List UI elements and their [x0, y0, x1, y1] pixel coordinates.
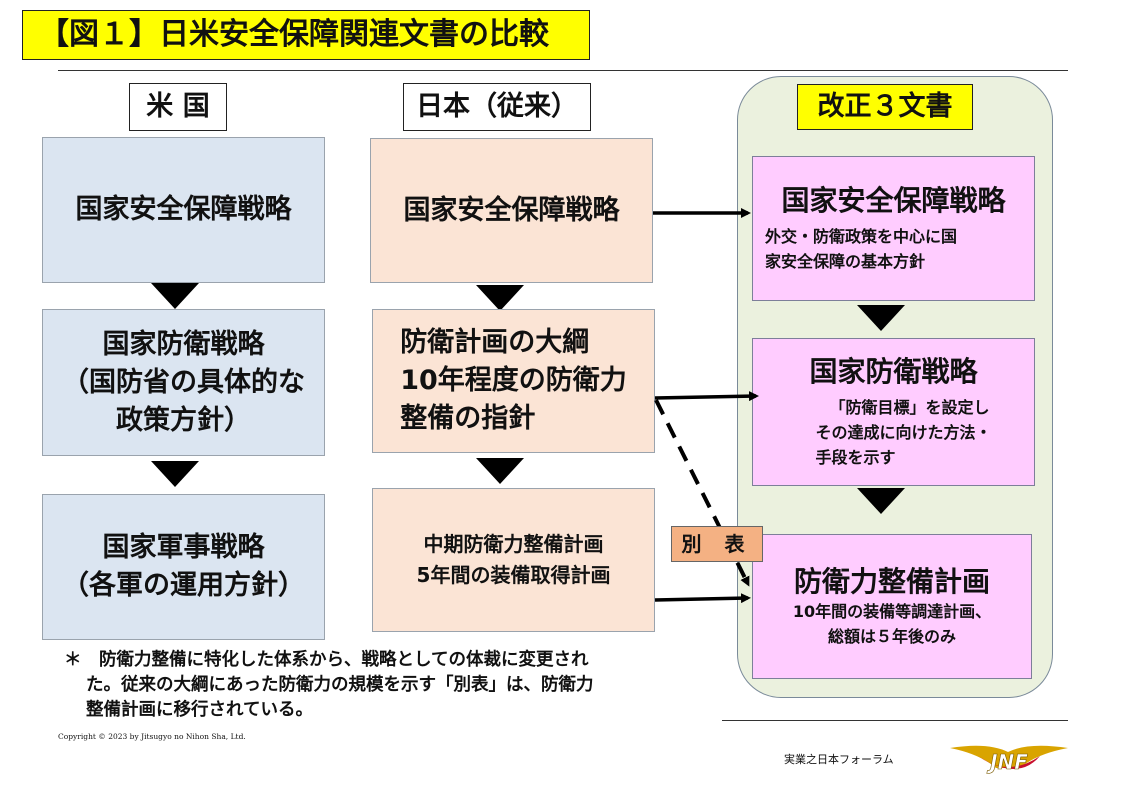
jp-mid-term-defense-program-box: 中期防衛力整備計画 5年間の装備取得計画 [372, 488, 655, 632]
jp-box2-line2: 10年程度の防衛力 [400, 365, 627, 396]
us-national-security-strategy-box: 国家安全保障戦略 [42, 137, 325, 283]
us-national-defense-strategy-box: 国家防衛戦略 （国防省の具体的な 政策方針） [42, 309, 325, 456]
revised-box1-title: 国家安全保障戦略 [781, 183, 1006, 217]
down-arrow-icon [857, 488, 905, 514]
revised-defense-buildup-program-box: 防衛力整備計画 10年間の装備等調達計画、 総額は５年後のみ [752, 534, 1032, 679]
page-title: 【図１】日米安全保障関連文書の比較 [22, 10, 590, 60]
down-arrow-icon [151, 283, 199, 309]
down-arrow-icon [476, 285, 524, 311]
jp-box2-line1: 防衛計画の大綱 [400, 327, 590, 358]
us-box2-line2: （国防省の具体的な [62, 366, 305, 398]
revised-box2-sub3: 手段を示す [815, 447, 896, 467]
betsuhyo-label: 別 表 [671, 526, 763, 562]
revised-box1-sub1: 外交・防衛政策を中心に国 [765, 226, 958, 246]
revised-national-defense-strategy-box: 国家防衛戦略 「防衛目標」を設定し その達成に向けた方法・ 手段を示す [752, 338, 1035, 486]
jp-national-security-strategy-box: 国家安全保障戦略 [370, 138, 653, 283]
revised-box2-sub2: その達成に向けた方法・ [815, 422, 992, 442]
revised-box2-title: 国家防衛戦略 [809, 354, 978, 388]
forum-name: 実業之日本フォーラム [784, 753, 894, 766]
footnote-line3: 整備計画に移行されている。 [86, 700, 313, 720]
down-arrow-icon [151, 461, 199, 487]
us-box2-line1: 国家防衛戦略 [102, 328, 265, 360]
us-box3-line2: （各軍の運用方針） [62, 570, 305, 601]
us-box1-label: 国家安全保障戦略 [75, 194, 292, 225]
jp-defense-program-guidelines-box: 防衛計画の大綱 10年程度の防衛力 整備の指針 [372, 309, 655, 453]
revised-box3-sub1: 10年間の装備等調達計画、 [792, 601, 992, 621]
revised-box3-title: 防衛力整備計画 [793, 564, 990, 598]
logo-text: JNF [986, 750, 1028, 774]
footnote-line1: ＊ 防衛力整備に特化した体系から、戦略としての体裁に変更され [64, 650, 589, 670]
us-national-military-strategy-box: 国家軍事戦略 （各軍の運用方針） [42, 494, 325, 640]
jp-box3-line1: 中期防衛力整備計画 [423, 532, 604, 556]
footnote: ＊ 防衛力整備に特化した体系から、戦略としての体裁に変更され た。従来の大綱にあ… [64, 648, 714, 723]
down-arrow-icon [857, 305, 905, 331]
copyright-text: Copyright © 2023 by Jitsugyo no Nihon Sh… [58, 732, 246, 741]
jp-box3-line2: 5年間の装備取得計画 [416, 563, 611, 587]
arrow-guidelines-to-defense-strategy [654, 391, 759, 402]
jp-box1-label: 国家安全保障戦略 [403, 194, 620, 226]
jp-box2-line3: 整備の指針 [400, 403, 536, 434]
us-box3-line1: 国家軍事戦略 [102, 532, 265, 563]
revised-national-security-strategy-box: 国家安全保障戦略 外交・防衛政策を中心に国 家安全保障の基本方針 [752, 156, 1035, 301]
revised-box1-sub2: 家安全保障の基本方針 [765, 251, 926, 271]
jnf-logo-icon: JNF [950, 745, 1068, 774]
footnote-line2: た。従来の大綱にあった防衛力の規模を示す「別表」は、防衛力 [86, 675, 594, 695]
us-box2-line3: 政策方針） [116, 404, 251, 436]
column-header-revised: 改正３文書 [797, 84, 973, 130]
revised-box2-sub1: 「防衛目標」を設定し [829, 397, 990, 417]
title-divider [58, 70, 1068, 71]
revised-box3-sub2: 総額は５年後のみ [827, 626, 956, 646]
footer-divider [722, 720, 1068, 721]
column-header-japan: 日本（従来） [403, 83, 591, 131]
down-arrow-icon [476, 458, 524, 484]
arrow-midterm-to-buildup [654, 593, 751, 604]
column-header-us: 米 国 [129, 83, 227, 131]
